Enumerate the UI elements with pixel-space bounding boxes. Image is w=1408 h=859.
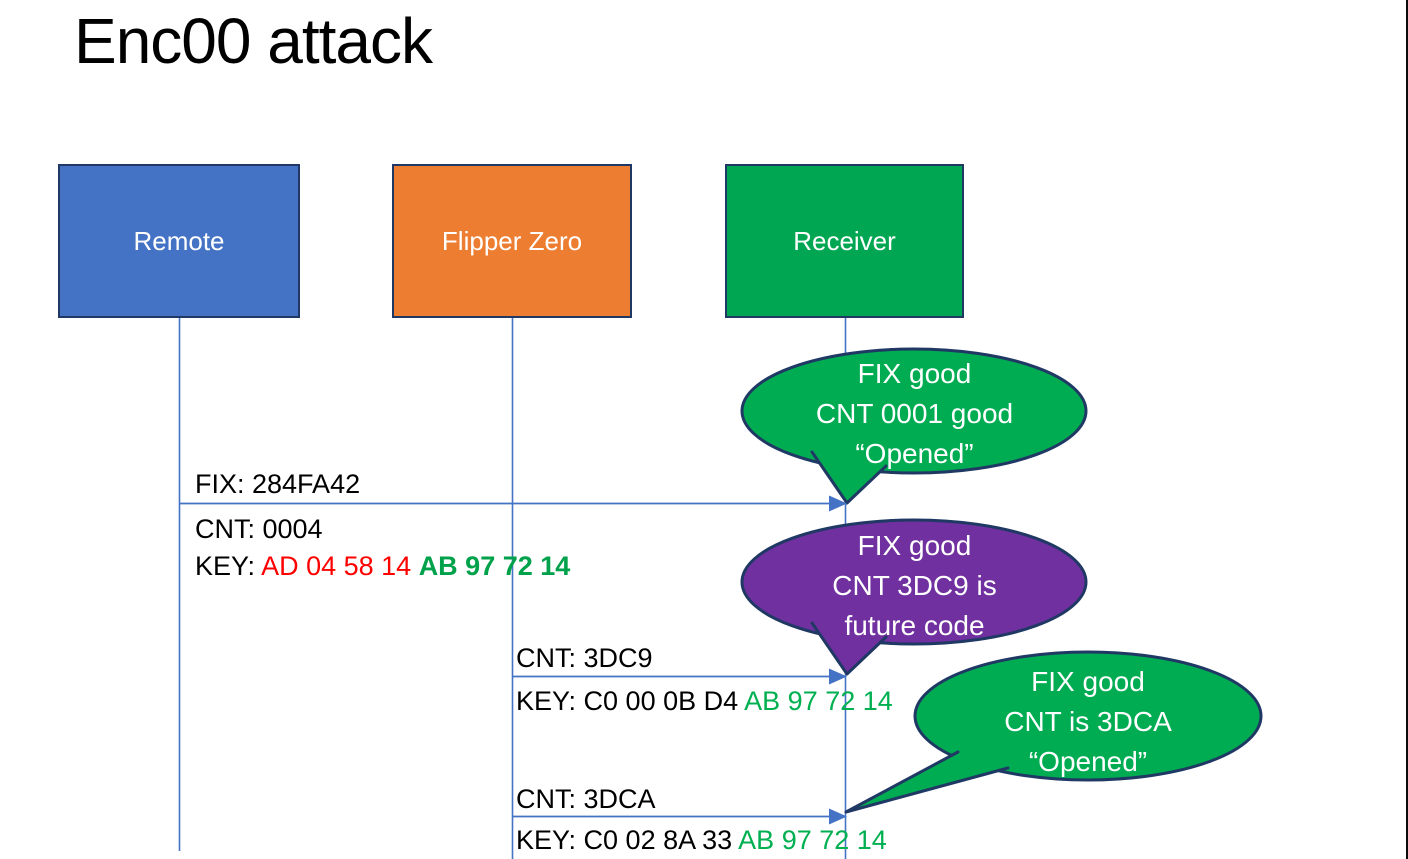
message-3-key-fixed-bytes: AB 97 72 14 — [738, 825, 887, 855]
callout-2-text: FIX good CNT 3DC9 is future code — [742, 526, 1087, 646]
arrowhead-3 — [829, 808, 847, 825]
callout-1-text: FIX good CNT 0001 good “Opened” — [742, 354, 1087, 474]
actor-label-flipper-zero: Flipper Zero — [441, 225, 583, 256]
slide-title: Enc00 attack — [74, 5, 433, 77]
callout-3-line-2: CNT is 3DCA — [1004, 706, 1172, 737]
callout-3-text: FIX good CNT is 3DCA “Opened” — [915, 662, 1261, 782]
callout-bubble-future-code — [740, 518, 1088, 676]
arrowhead-2 — [829, 668, 847, 685]
message-3-key-label: KEY: C0 02 8A 33 — [516, 825, 739, 855]
message-2-key-label: KEY: C0 00 0B D4 — [516, 686, 745, 716]
message-1-key-fixed-bytes: AB 97 72 14 — [418, 551, 571, 581]
actor-box-flipper-zero: Flipper Zero — [392, 164, 632, 318]
message-1-fix-line: FIX: 284FA42 — [195, 466, 360, 503]
message-3-cnt-line: CNT: 3DCA — [516, 781, 656, 818]
callout-2-line-1: FIX good — [857, 530, 972, 561]
message-arrow-2 — [512, 668, 847, 685]
callout-2-line-2: CNT 3DC9 is — [832, 570, 997, 601]
message-arrow-1 — [179, 495, 847, 512]
actor-label-remote: Remote — [133, 225, 225, 256]
callout-1-line-2: CNT 0001 good — [815, 398, 1014, 429]
message-1-cnt-line: CNT: 0004 — [195, 514, 323, 544]
callout-2-line-3: future code — [844, 610, 985, 641]
message-1-key-line: KEY: AD 04 58 14 AB 97 72 14 — [195, 548, 570, 585]
callout-bubble-opened-2 — [844, 650, 1263, 814]
actor-box-receiver: Receiver — [725, 164, 964, 318]
message-3-key-line: KEY: C0 02 8A 33 AB 97 72 14 — [516, 822, 887, 859]
arrowhead-1 — [829, 495, 847, 512]
message-2-key-line: KEY: C0 00 0B D4 AB 97 72 14 — [516, 683, 893, 720]
callout-3-line-1: FIX good — [1031, 666, 1145, 697]
message-2-cnt-value: CNT: 3DC9 — [516, 643, 653, 673]
callout-3-line-3: “Opened” — [1028, 746, 1148, 777]
actor-box-remote: Remote — [58, 164, 300, 318]
message-2-cnt-line: CNT: 3DC9 — [516, 640, 653, 677]
callout-1-line-1: FIX good — [857, 358, 972, 389]
message-3-cnt-value: CNT: 3DCA — [516, 784, 656, 814]
message-1-cnt-key-block: CNT: 0004 KEY: AD 04 58 14 AB 97 72 14 — [195, 511, 570, 585]
message-1-key-label: KEY: — [195, 551, 262, 581]
message-1-key-changing-bytes: AD 04 58 14 — [261, 551, 419, 581]
message-1-fix-value: FIX: 284FA42 — [195, 469, 361, 499]
message-arrow-3 — [512, 808, 847, 825]
callout-1-line-3: “Opened” — [855, 438, 974, 469]
callout-bubble-opened-1 — [740, 347, 1088, 505]
window-right-border — [1406, 0, 1408, 859]
actor-label-receiver: Receiver — [793, 225, 896, 256]
message-2-key-fixed-bytes: AB 97 72 14 — [744, 686, 893, 716]
